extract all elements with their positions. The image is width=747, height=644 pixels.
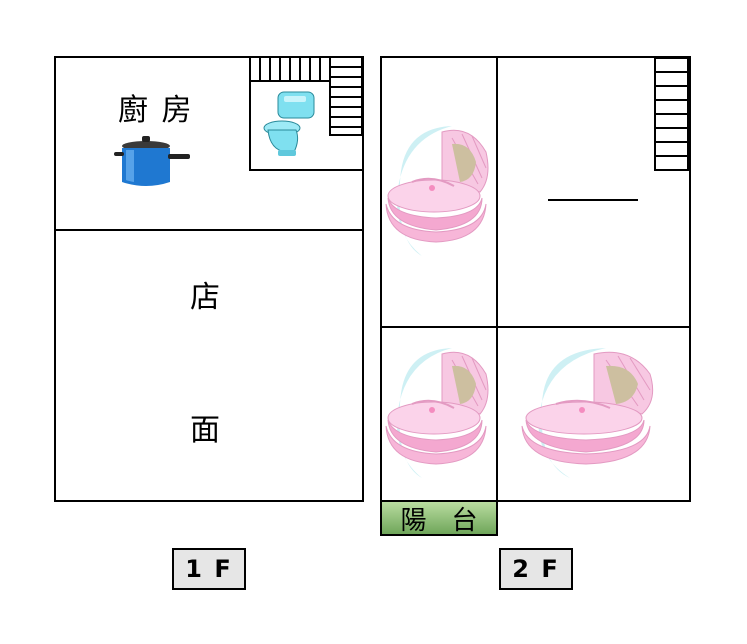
toilet-icon bbox=[263, 91, 315, 156]
balcony-char-1: 陽 bbox=[400, 505, 427, 536]
cradle-icon bbox=[385, 126, 489, 256]
shop-char-1: 店 bbox=[190, 280, 220, 315]
bathroom-box bbox=[249, 56, 364, 171]
floor2-vertical-divider bbox=[496, 56, 498, 502]
floor2-horizontal-divider bbox=[380, 326, 691, 328]
floor1-tag: 1 F bbox=[172, 548, 246, 590]
pot-icon bbox=[114, 136, 190, 186]
kitchen-label: 廚 房 bbox=[118, 93, 194, 128]
balcony: 陽 台 bbox=[380, 500, 498, 536]
shop-char-2: 面 bbox=[190, 413, 220, 448]
floor1-outline bbox=[54, 56, 364, 502]
room-dash-line bbox=[548, 199, 638, 201]
cradle-icon bbox=[521, 348, 654, 478]
floor2-tag: 2 F bbox=[499, 548, 573, 590]
balcony-char-2: 台 bbox=[451, 505, 478, 536]
stairs-icon bbox=[249, 56, 363, 136]
cradle-icon bbox=[385, 348, 489, 478]
floor1-divider bbox=[54, 229, 364, 231]
stairs-icon bbox=[654, 57, 689, 171]
